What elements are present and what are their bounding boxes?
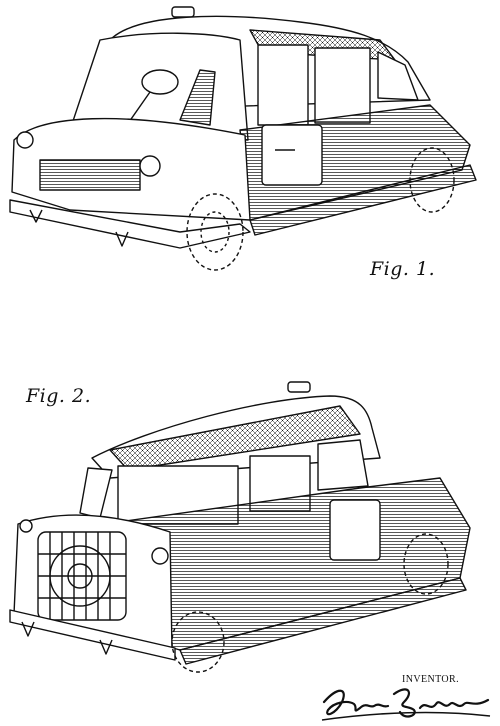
headlight-right: [139, 155, 161, 177]
headlight-left: [16, 131, 34, 149]
roof-beacon: [287, 381, 311, 393]
inventor-signature: [318, 682, 494, 724]
side-window-3: [377, 51, 419, 101]
rear-window: [79, 467, 113, 519]
side-window-2: [314, 47, 371, 124]
steering-wheel: [141, 69, 179, 95]
vehicle-front-view-svg: [9, 6, 477, 271]
front-bumper: [9, 199, 251, 249]
spare-tire: [49, 545, 111, 607]
signature-svg: [321, 688, 491, 721]
front-wheel: [186, 193, 244, 271]
figure-2-drawing: [0, 378, 500, 678]
front-grille: [39, 159, 141, 191]
side-window-1: [257, 44, 309, 126]
tail-light-right: [151, 547, 169, 565]
rear-bumper: [9, 609, 176, 661]
inventor-caption: INVENTOR.: [402, 674, 460, 685]
front-wheel: [403, 533, 449, 595]
vehicle-rear-view-svg: [9, 381, 471, 673]
side-window-c: [317, 439, 369, 491]
figure-2-label: Fig. 2.: [26, 385, 92, 407]
spare-tire-guard: [37, 531, 127, 621]
roof-beacon: [171, 6, 195, 18]
figure-1-label: Fig. 1.: [370, 258, 436, 280]
figure-1-drawing: [0, 0, 500, 300]
tail-light-left: [19, 519, 33, 533]
roof-mesh-panel: [109, 405, 361, 471]
